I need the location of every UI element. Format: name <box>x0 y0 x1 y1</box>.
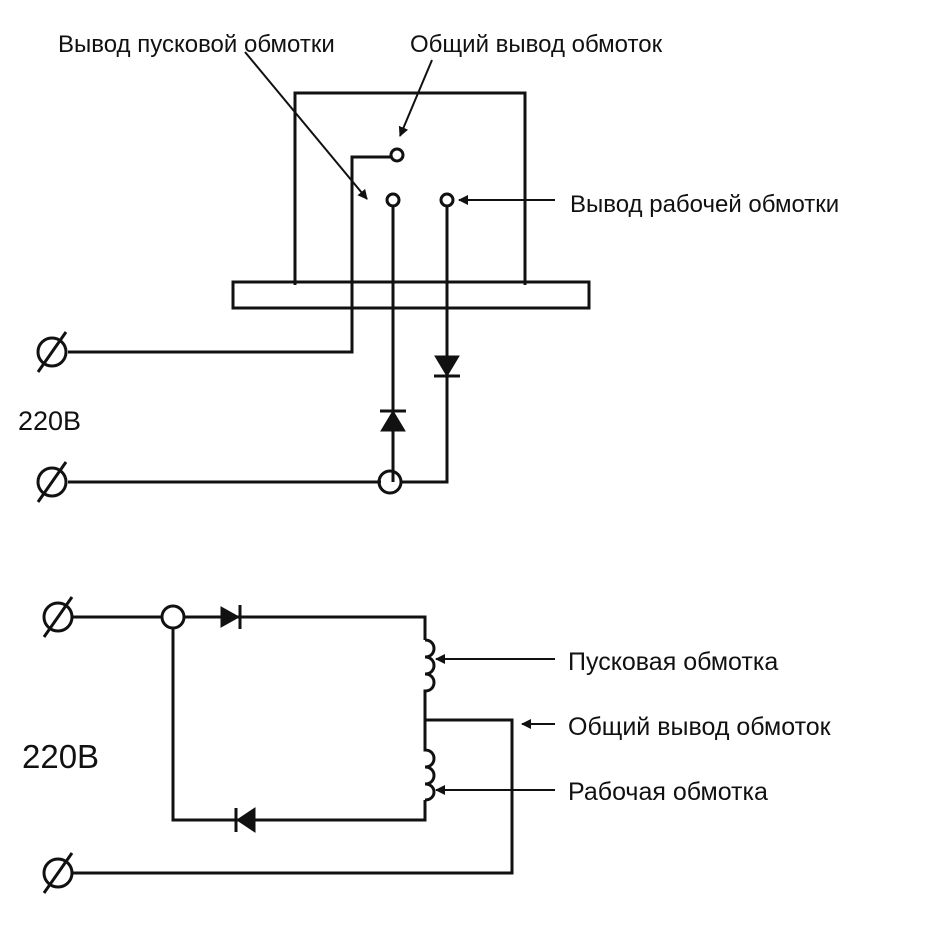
lower-branch-wire <box>171 628 427 822</box>
label-run-lead: Вывод рабочей обмотки <box>570 191 839 218</box>
run-terminal <box>439 192 455 208</box>
label-start-lead: Вывод пусковой обмотки <box>58 31 335 58</box>
voltage-label-top: 220В <box>18 406 81 436</box>
junction-node <box>377 469 403 495</box>
label-common-lead: Общий вывод обмоток <box>410 31 663 58</box>
run-winding-coil <box>423 720 436 802</box>
start-terminal <box>385 192 401 208</box>
mains-terminal-2 <box>36 461 68 503</box>
common-lead-wire <box>72 718 514 875</box>
start-lead-pointer <box>244 51 368 200</box>
common-wire <box>68 155 391 354</box>
mains-terminal-1 <box>36 331 68 373</box>
mains-terminal-3 <box>42 596 74 638</box>
common-lead-pointer <box>398 59 433 137</box>
junction-node-2 <box>160 604 186 630</box>
mounting-flange <box>231 280 591 310</box>
label-common-lead-2: Общий вывод обмоток <box>568 713 832 741</box>
terminal-housing <box>293 91 527 285</box>
label-run-winding: Рабочая обмотка <box>568 778 768 806</box>
bottom-diagram: Пусковая обмотка Общий вывод обмоток Раб… <box>22 596 832 894</box>
label-start-winding: Пусковая обмотка <box>568 648 778 676</box>
diode-run <box>434 355 460 378</box>
diode-upper <box>220 605 242 629</box>
mains-terminal-4 <box>42 852 74 894</box>
common-terminal <box>389 147 405 163</box>
start-winding-coil <box>423 638 436 720</box>
diode-start <box>380 409 406 432</box>
voltage-label-bottom: 220В <box>22 738 99 775</box>
top-diagram: Вывод пусковой обмотки Общий вывод обмот… <box>18 31 839 503</box>
run-wire <box>401 206 449 484</box>
upper-branch-wire <box>184 615 427 640</box>
diode-lower <box>234 807 256 833</box>
